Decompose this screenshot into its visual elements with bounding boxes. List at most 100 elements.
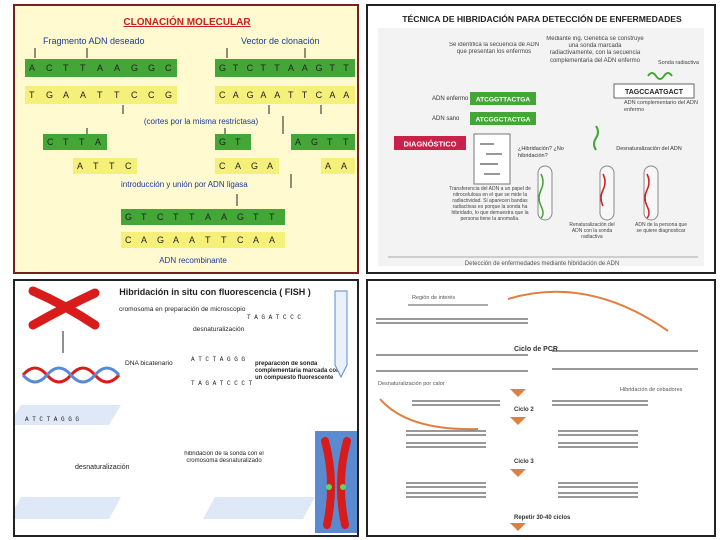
base-letter: T bbox=[114, 90, 120, 100]
sick-seq: ATCGGTTACTGA bbox=[476, 97, 531, 104]
cut-caption: (cortes por la misma restrictasa) bbox=[144, 117, 259, 126]
fragment-label: Fragmento ADN deseado bbox=[43, 36, 145, 46]
base-letter: G bbox=[237, 212, 244, 222]
base-letter: T bbox=[235, 137, 241, 147]
cycle2-strands bbox=[412, 400, 648, 406]
base-letter: G bbox=[219, 63, 226, 73]
base-letter: A bbox=[302, 63, 308, 73]
transfer-text: Transferencia del ADN a un papel de nitr… bbox=[449, 186, 531, 222]
base-letter: G bbox=[316, 63, 323, 73]
hybrid-label: hibridación de la sonda con el cromosoma… bbox=[184, 451, 264, 464]
base-letter: A bbox=[295, 137, 301, 147]
person-label: ADN de la persona que se quiere diagnost… bbox=[635, 222, 687, 234]
hybridization-title: TÉCNICA DE HIBRIDACIÓN PARA DETECCIÓN DE… bbox=[402, 13, 682, 24]
base-letter: A bbox=[233, 90, 239, 100]
base-letter: C bbox=[131, 90, 138, 100]
base-letter: C bbox=[157, 212, 164, 222]
base-letter: A bbox=[269, 235, 275, 245]
base-letter: T bbox=[205, 235, 211, 245]
base-letter: A bbox=[288, 63, 294, 73]
renature-label: Renaturalización del ADN con la sonda ra… bbox=[569, 222, 615, 240]
base-letter: A bbox=[267, 161, 273, 171]
base-letter: T bbox=[343, 137, 349, 147]
base-letter: T bbox=[274, 63, 280, 73]
base-letter: A bbox=[260, 90, 266, 100]
base-letter: T bbox=[189, 212, 195, 222]
step2-text-wrap: Mediante ing. Genética se construye una … bbox=[546, 36, 643, 64]
denature-label: Desnaturalización del ADN bbox=[616, 146, 682, 152]
base-letter: G bbox=[165, 90, 172, 100]
seq-box-bot-right bbox=[215, 86, 355, 104]
base-letter: A bbox=[341, 161, 347, 171]
cycle-label: Ciclo de PCR bbox=[514, 346, 558, 353]
base-letter: T bbox=[343, 63, 349, 73]
base-letter: G bbox=[311, 137, 318, 147]
base-letter: G bbox=[46, 90, 53, 100]
base-letter: A bbox=[329, 90, 335, 100]
nitrocellulose-paper bbox=[473, 133, 511, 185]
seq-box-top-right bbox=[215, 59, 355, 77]
hybridization-diagram: TÉCNICA DE HIBRIDACIÓN PARA DETECCIÓN DE… bbox=[378, 13, 704, 267]
fish-seq-d: A T C T A G G G bbox=[25, 416, 79, 423]
cut-arrows-top bbox=[34, 48, 306, 58]
complement-wrap: ADN complementario del ADN enfermo bbox=[624, 100, 698, 113]
cycle3-strands bbox=[406, 430, 638, 448]
chromosome-label: cromosoma en preparación de microscopio bbox=[119, 306, 246, 313]
slide-1 bbox=[15, 405, 121, 425]
panel-fish: Hibridación in situ con fluorescencia ( … bbox=[13, 279, 359, 537]
healthy-label: ADN sano bbox=[432, 116, 460, 122]
base-letter: C bbox=[237, 235, 244, 245]
base-letter: T bbox=[93, 161, 99, 171]
cycle-arrow-bottom bbox=[379, 398, 479, 431]
hybrid-wrap: hibridación de la sonda con el cromosoma… bbox=[184, 451, 264, 464]
base-letter: A bbox=[29, 63, 35, 73]
template-dna bbox=[376, 318, 528, 324]
base-letter: A bbox=[343, 90, 349, 100]
base-letter: T bbox=[253, 212, 259, 222]
vector-label: Vector de clonación bbox=[241, 36, 320, 46]
base-letter: G bbox=[251, 161, 258, 171]
fish-seq-c: T A G A T C C C T bbox=[191, 380, 253, 387]
base-letter: T bbox=[233, 63, 239, 73]
base-letter: T bbox=[97, 90, 103, 100]
panel-molecular-cloning: CLONACIÓN MOLECULAR Fragmento ADN desead… bbox=[13, 4, 359, 274]
probe-seq-box bbox=[613, 83, 695, 99]
base-letter: A bbox=[274, 90, 280, 100]
slide-3 bbox=[203, 497, 315, 519]
sick-label: ADN enfermo bbox=[432, 96, 469, 102]
base-letter: T bbox=[141, 212, 147, 222]
base-letter: G bbox=[125, 212, 132, 222]
cycle-n-strands bbox=[406, 482, 638, 498]
person-wrap: ADN de la persona que se quiere diagnost… bbox=[635, 222, 687, 234]
dna-strand-2 bbox=[21, 366, 121, 384]
paper-bands bbox=[480, 143, 502, 175]
base-letter: C bbox=[125, 235, 132, 245]
fish-seq-a: T A G A T C C C bbox=[247, 314, 301, 321]
base-letter: T bbox=[29, 90, 35, 100]
cloning-title: CLONACIÓN MOLECULAR bbox=[123, 15, 251, 28]
base-letter: T bbox=[63, 63, 69, 73]
final-top-box bbox=[121, 209, 285, 225]
base-letter: G bbox=[157, 235, 164, 245]
base-letter: C bbox=[219, 161, 226, 171]
region-label: Región de interés bbox=[412, 295, 455, 301]
base-letter: T bbox=[302, 90, 308, 100]
base-letter: T bbox=[221, 235, 227, 245]
base-letter: T bbox=[80, 63, 86, 73]
base-letter: A bbox=[221, 212, 227, 222]
base-letter: C bbox=[46, 63, 53, 73]
denature-wrap: Desnaturalización del ADN bbox=[616, 146, 682, 152]
split-arrows bbox=[86, 116, 284, 134]
denat2-label: desnaturalización bbox=[75, 464, 130, 471]
base-letter: G bbox=[131, 63, 138, 73]
test-tubes bbox=[537, 165, 659, 221]
probe-squiggle bbox=[647, 72, 673, 80]
probe-seq: TAGCCAATGACT bbox=[625, 89, 684, 96]
renature-wrap: Renaturalización del ADN con la sonda ra… bbox=[569, 222, 615, 240]
final-bot-box bbox=[121, 232, 285, 248]
healthy-seq: ATCGGCTACTGA bbox=[475, 117, 530, 124]
base-letter: C bbox=[316, 90, 323, 100]
